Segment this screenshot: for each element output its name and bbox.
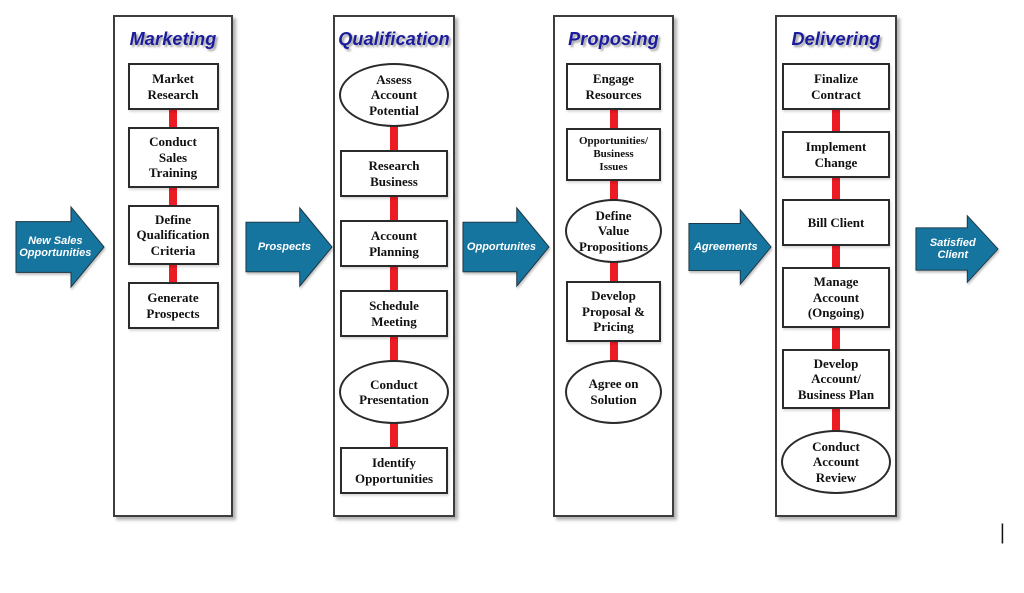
step-opportunities-business-issues: Opportunities/ Business Issues (566, 128, 661, 181)
step-conduct-presentation: Conduct Presentation (339, 360, 449, 424)
step-bill-client: Bill Client (782, 199, 890, 246)
flow-arrow-label: Prospects (257, 240, 312, 253)
arrow-right-icon (915, 214, 999, 284)
arrow-right-icon (462, 206, 550, 288)
step-develop-account-business-plan: Develop Account/ Business Plan (782, 348, 890, 409)
flow-connector (609, 340, 618, 361)
step-generate-prospects: Generate Prospects (127, 282, 219, 329)
flow-connector (390, 196, 398, 221)
stage-title: Delivering (791, 29, 881, 49)
flow-connector (169, 264, 177, 283)
flow-connector (609, 180, 618, 200)
step-finalize-contract: Finalize Contract (782, 63, 890, 110)
flow-arrow-new-sales-opportunities: New Sales Opportunities (15, 205, 105, 289)
flow-connector (832, 326, 840, 350)
step-define-value-propositions: Define Value Propositions (565, 199, 662, 263)
step-conduct-account-review: Conduct Account Review (781, 430, 891, 494)
step-conduct-sales-training: Conduct Sales Training (127, 127, 219, 188)
stage-title: Marketing (129, 29, 217, 49)
text-cursor: | (1000, 519, 1005, 544)
step-implement-change: Implement Change (782, 131, 890, 178)
flow-connector (832, 109, 840, 132)
flow-arrow-label: New Sales Opportunities (19, 234, 92, 260)
flow-connector (609, 262, 618, 282)
step-manage-account-ongoing: Manage Account (Ongoing) (782, 267, 890, 328)
flow-arrow-label: Satisfied Client (929, 236, 976, 262)
step-identify-opportunities: Identify Opportunities (340, 447, 448, 494)
flow-arrow-opportunites: Opportunites (462, 206, 550, 288)
flow-connector (832, 177, 840, 200)
flow-connector (609, 109, 618, 129)
flow-connector (832, 245, 840, 268)
flow-connector (169, 186, 177, 206)
flow-arrow-label: Opportunites (466, 240, 536, 253)
step-account-planning: Account Planning (340, 220, 448, 267)
flow-connector (390, 266, 398, 291)
flow-arrow-agreements: Agreements (688, 208, 772, 286)
flow-connector (390, 336, 398, 361)
flow-arrow-prospects: Prospects (245, 206, 333, 288)
flow-connector (390, 126, 398, 151)
arrow-right-icon (245, 206, 333, 288)
step-agree-on-solution: Agree on Solution (565, 359, 662, 424)
step-assess-account-potential: Assess Account Potential (339, 63, 449, 127)
step-schedule-meeting: Schedule Meeting (340, 290, 448, 337)
flow-connector (169, 109, 177, 128)
arrow-right-icon (15, 205, 105, 289)
arrow-right-icon (688, 208, 772, 286)
flow-arrow-label: Agreements (693, 240, 758, 253)
step-develop-proposal-pricing: Develop Proposal & Pricing (566, 281, 661, 342)
flow-connector (390, 423, 398, 448)
step-define-qualification-criteria: Define Qualification Criteria (127, 204, 219, 265)
stage-title: Qualification (338, 29, 450, 49)
stage-title: Proposing (568, 29, 659, 49)
flow-connector (832, 408, 840, 431)
step-market-research: Market Research (127, 63, 219, 110)
step-research-business: Research Business (340, 150, 448, 197)
step-engage-resources: Engage Resources (566, 63, 661, 110)
flow-arrow-satisfied-client: Satisfied Client (915, 214, 999, 284)
